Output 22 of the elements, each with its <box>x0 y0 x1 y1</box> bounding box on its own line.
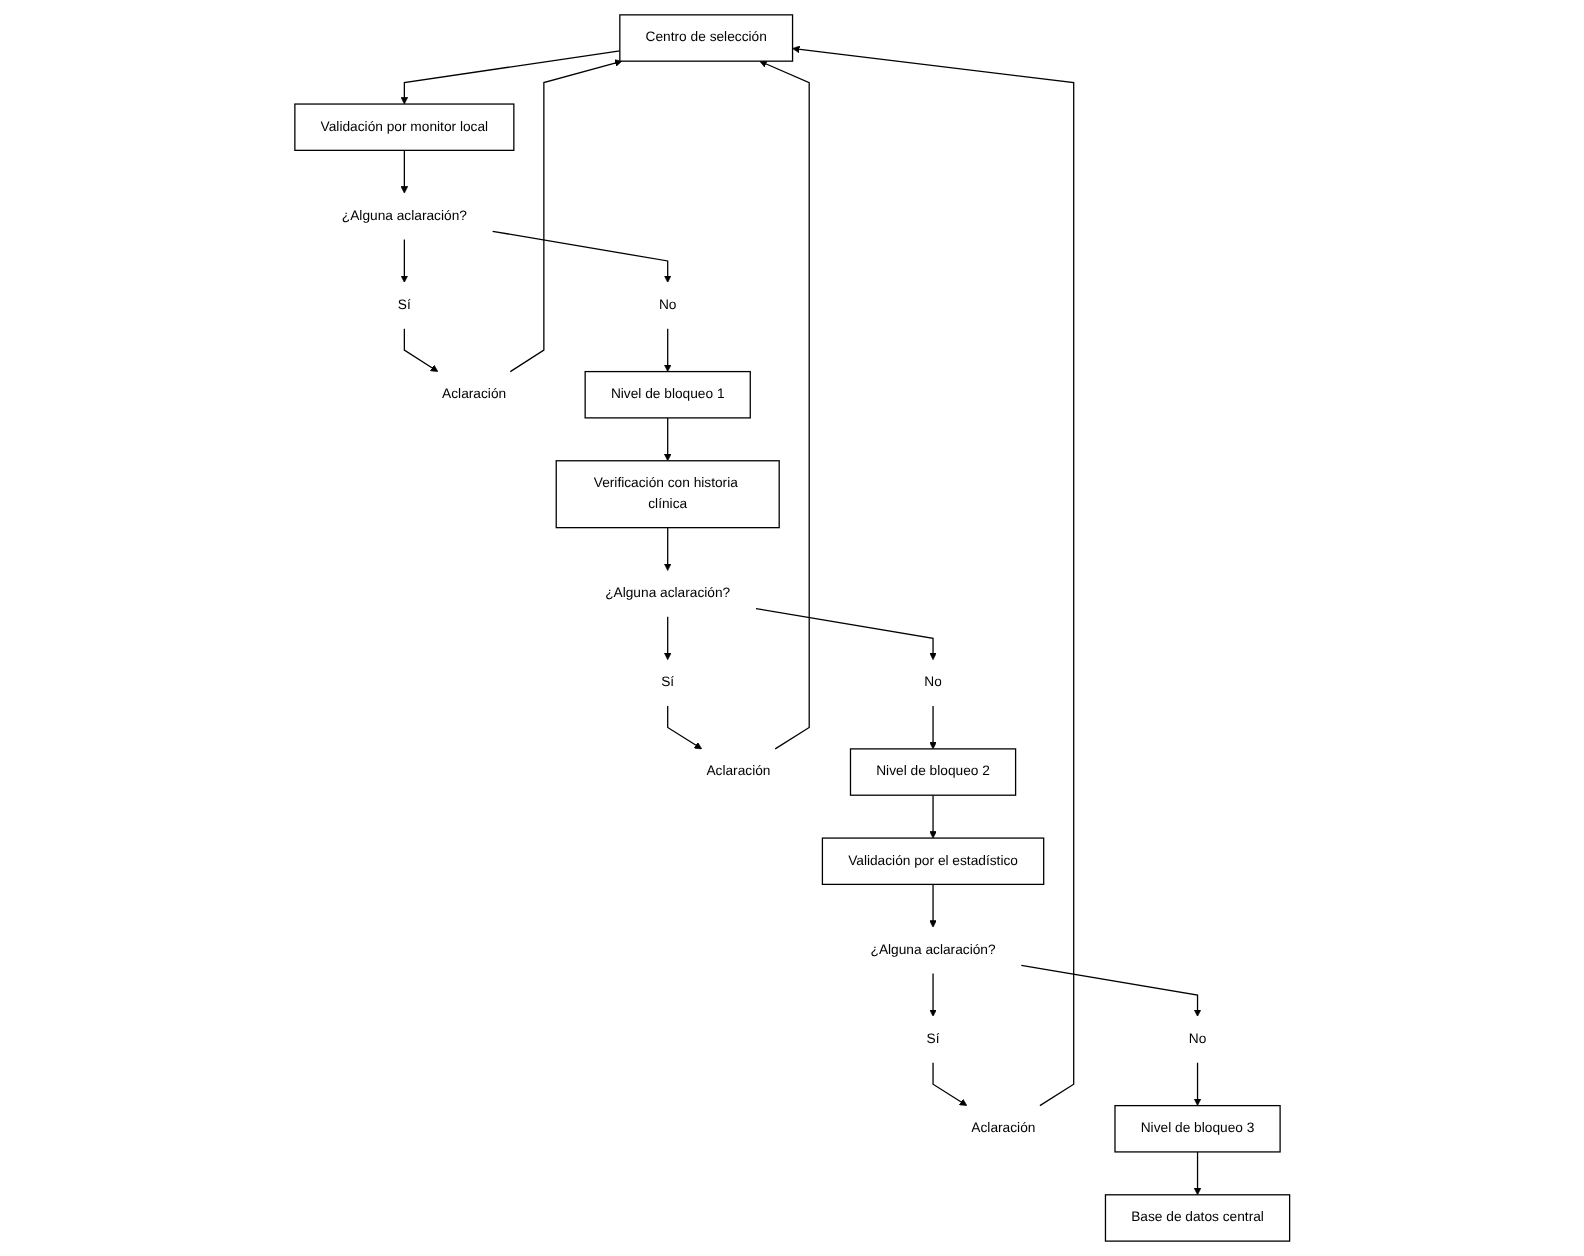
arrow <box>666 705 702 750</box>
arrow <box>491 230 672 283</box>
arrow <box>663 417 672 462</box>
arrow <box>932 1062 967 1106</box>
arrow <box>403 328 438 372</box>
arrow <box>400 149 408 194</box>
arrow <box>400 238 408 283</box>
arrow <box>791 45 1075 1107</box>
arrow <box>663 527 672 571</box>
arrow <box>663 328 672 372</box>
arrow <box>1193 1151 1202 1196</box>
arrow <box>755 607 937 661</box>
arrow <box>663 616 672 661</box>
arrow <box>929 883 937 928</box>
arrow <box>759 60 810 750</box>
arrow <box>929 972 937 1017</box>
arrow <box>929 794 937 839</box>
arrow <box>400 50 621 105</box>
arrow <box>509 59 622 373</box>
arrow <box>1193 1062 1202 1106</box>
arrow <box>929 705 937 750</box>
arrow <box>1020 964 1202 1017</box>
